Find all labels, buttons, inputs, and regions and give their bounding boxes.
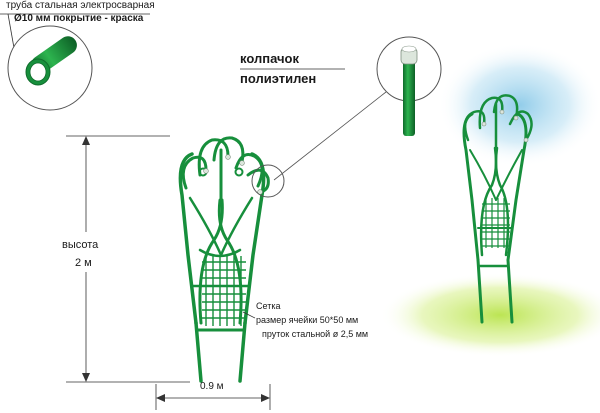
pipe-detail — [0, 13, 150, 111]
pipe-section-icon — [25, 36, 77, 86]
height-label: высота — [62, 239, 99, 251]
cap-zoom-marker — [251, 164, 285, 198]
mesh-pointer — [242, 311, 256, 319]
height-value: 2 м — [75, 257, 92, 269]
grass-glow — [380, 273, 600, 357]
trellis-scene — [462, 94, 533, 324]
pipe-material-label: труба стальная электросварная — [6, 0, 155, 11]
pipe-spec-label: Ø10 мм покрытие - краска — [14, 13, 144, 24]
trellis-scene-caps — [481, 109, 529, 143]
cap-label: колпачок — [240, 51, 299, 66]
mesh-rod-label: пруток стальной ø 2,5 мм — [262, 329, 369, 339]
height-dimension — [66, 135, 190, 383]
mesh-cell-size-label: размер ячейки 50*50 мм — [256, 315, 359, 325]
mesh-label: Сетка — [256, 301, 281, 311]
width-dimension — [155, 384, 271, 410]
sky-glow — [438, 43, 600, 167]
cap-detail — [240, 36, 442, 181]
width-value: 0.9 м — [200, 381, 224, 392]
cap-material-label: полиэтилен — [240, 71, 317, 86]
cap-rod-icon — [400, 45, 418, 136]
trellis-front — [178, 136, 270, 383]
